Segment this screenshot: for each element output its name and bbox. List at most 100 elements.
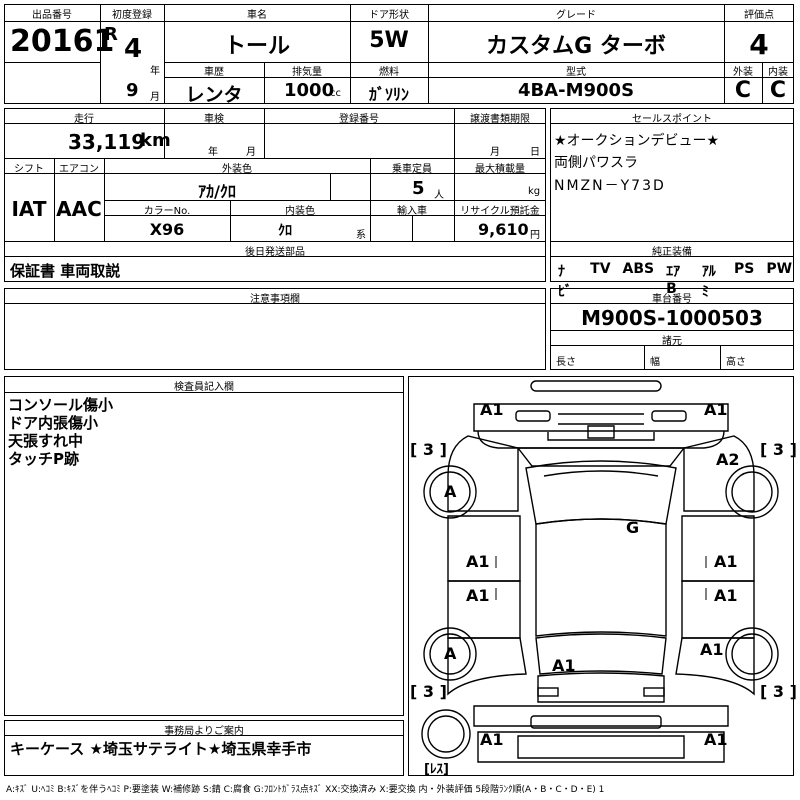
transfer-day-unit: 日 (530, 147, 540, 158)
inspector-note-1: コンソール傷小 (8, 396, 114, 414)
office-block (4, 720, 404, 776)
color-no-label: カラーNo. (143, 206, 191, 217)
reg-month: 9 (126, 80, 139, 101)
mark-roof-rear: A1 (552, 656, 576, 675)
spare-tire-label: [ﾚｽ] (424, 762, 449, 777)
recycle-unit: 円 (530, 230, 540, 241)
model: 4BA-M900S (517, 80, 635, 101)
office-label: 事務局よりご案内 (164, 726, 244, 737)
tread-front-right: [ 3 ] (760, 440, 797, 459)
mark-windshield: G (626, 518, 640, 537)
spec-label: 諸元 (662, 336, 682, 347)
mark-front-left: A1 (480, 400, 504, 419)
equipment-item: TV (590, 261, 611, 277)
recycle-label: リサイクル預託金 (460, 206, 540, 217)
equipment-item: ｴｱB (666, 264, 681, 297)
chassis-number: M900S-1000503 (581, 306, 763, 330)
capacity-unit: 人 (434, 190, 444, 201)
inspector-label: 検査員記入欄 (174, 382, 234, 393)
mark-tire-rr: A1 (700, 640, 724, 659)
height-label: 高さ (726, 357, 746, 368)
score-label: 評価点 (744, 10, 774, 21)
displacement-unit: cc (330, 88, 341, 99)
interior-score: C (769, 78, 787, 103)
int-color-unit: 系 (356, 230, 366, 241)
mark-door-fl: A1 (466, 552, 490, 571)
inspector-note-4: タッチP跡 (8, 450, 79, 468)
color-label: 外装色 (222, 164, 252, 175)
car-name-label: 車名 (247, 10, 267, 21)
width-label: 幅 (650, 357, 660, 368)
load-unit: kg (528, 186, 541, 197)
int-color-label: 内装色 (285, 206, 315, 217)
interior-label: 内装 (768, 67, 788, 78)
exterior-label: 外装 (733, 67, 753, 78)
lot-label: 出品番号 (32, 10, 72, 21)
capacity-label: 乗車定員 (392, 164, 432, 175)
reg-no-label: 登録番号 (339, 114, 379, 125)
first-reg-label: 初度登録 (112, 10, 152, 21)
tread-rear-left: [ 3 ] (410, 682, 447, 701)
color-no: X96 (149, 220, 185, 239)
equipment-block (550, 241, 794, 282)
mark-door-fr: A1 (714, 552, 738, 571)
history: レンタ (185, 84, 243, 106)
header-block (4, 4, 794, 104)
sales-line-2: 両側パワスラ (554, 155, 638, 171)
score: 4 (749, 28, 769, 61)
equipment-item: PW (766, 261, 793, 277)
exterior-score: C (734, 78, 752, 103)
car-body-diagram (421, 380, 779, 763)
mark-rear-right: A1 (704, 730, 728, 749)
inspection-label: 車検 (204, 114, 224, 125)
later-label: 後日発送部品 (245, 247, 305, 258)
equipment-item: ｱﾙﾐ (701, 264, 716, 300)
mark-tire-fl: A (444, 482, 457, 501)
equipment-item: ABS (622, 261, 655, 277)
transfer-month-unit: 月 (490, 147, 500, 158)
damage-diagram-block (408, 376, 794, 776)
displacement-label: 排気量 (292, 67, 322, 78)
body-color: ｱｶ/ｸﾛ (198, 182, 236, 201)
fuel-label: 燃料 (379, 67, 399, 78)
inspector-note-2: ドア内張傷小 (8, 414, 99, 432)
mileage-label: 走行 (74, 114, 94, 125)
displacement: 1000 (284, 80, 335, 101)
mark-rear-left: A1 (480, 730, 504, 749)
mark-door-rr: A1 (714, 586, 738, 605)
int-color: ｸﾛ (278, 223, 292, 239)
grade: カスタムG ターボ (486, 34, 666, 59)
caution-block (4, 288, 546, 370)
equipment-item: PS (733, 261, 755, 277)
recycle-amount: 9,610 (478, 220, 529, 239)
insp-year-unit: 年 (208, 147, 218, 158)
ac: AAC (56, 197, 102, 221)
grade-label: グレード (556, 10, 596, 21)
fuel: ｶﾞｿﾘﾝ (368, 85, 409, 104)
inspector-note-3: 天張すれ中 (8, 432, 84, 450)
length-label: 長さ (556, 357, 576, 368)
mark-front-right: A1 (704, 400, 728, 419)
tread-front-left: [ 3 ] (410, 440, 447, 459)
office-text: キーケース ★埼玉サテライト★埼玉県幸手市 (10, 740, 312, 758)
chassis-label: 車台番号 (652, 294, 692, 305)
insp-month-unit: 月 (246, 147, 256, 158)
mark-tire-rl: A (444, 644, 457, 663)
year-unit: 年 (150, 66, 160, 77)
mark-tire-fr: A2 (716, 450, 740, 469)
reg-year: 4 (124, 34, 143, 64)
mileage-unit: km (140, 130, 171, 151)
equipment-list: ﾅﾋﾞ TV ABS ｴｱB ｱﾙﾐ PS PW (558, 261, 792, 301)
load-label: 最大積載量 (475, 164, 525, 175)
history-label: 車歴 (204, 67, 224, 78)
capacity: 5 (412, 178, 425, 199)
lot-number: 20161 (10, 24, 115, 59)
inspector-block (4, 376, 404, 716)
car-name: トール (223, 34, 290, 59)
details-block (4, 108, 546, 282)
chassis-block (550, 288, 794, 370)
caution-label: 注意事項欄 (250, 294, 300, 305)
model-label: 型式 (566, 67, 586, 78)
transfer-label: 譲渡書類期限 (470, 114, 530, 125)
shift: IAT (11, 197, 47, 221)
